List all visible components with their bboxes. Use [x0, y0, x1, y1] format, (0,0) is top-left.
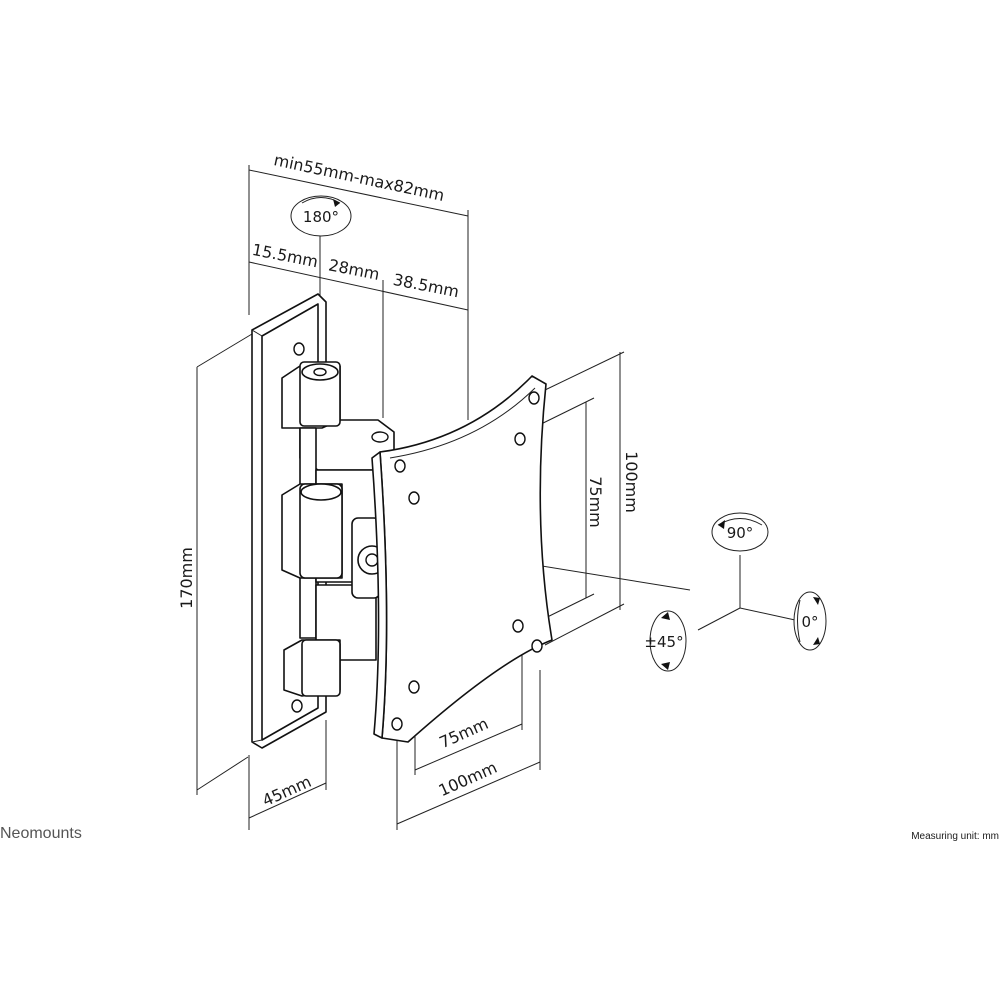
rotation-badge-rotate: 0°: [793, 591, 827, 651]
depth-segment-3-label: 38.5mm: [391, 270, 460, 301]
vesa-inner-horizontal-label: 75mm: [436, 714, 491, 752]
brand-logo: Neomounts: [0, 825, 82, 842]
measuring-unit-note: Measuring unit: mm: [911, 831, 999, 842]
vesa-hole-br-inner: [512, 619, 524, 633]
rotation-arrow-icon: [333, 199, 340, 207]
rotation-badge-tilt: 90°: [711, 512, 769, 552]
rotation-arrow-icon: [813, 597, 820, 605]
rotation-arrow-icon: [661, 662, 670, 670]
vesa-inner-vertical-label: 75mm: [586, 476, 605, 528]
wall-plate-hole-bottom: [291, 699, 303, 713]
dimension-lines: [196, 165, 796, 830]
depth-segment-2-label: 28mm: [327, 255, 381, 283]
vesa-outer-vertical-label: 100mm: [622, 451, 641, 513]
vesa-plate: [371, 375, 553, 743]
vesa-hole-bl-outer: [391, 717, 403, 731]
rotate-angle-label: 0°: [801, 613, 818, 631]
pivot-angle-label: ±45°: [644, 633, 683, 651]
vesa-hole-tl-outer: [394, 459, 406, 473]
rotation-arrow-icon: [661, 612, 670, 620]
wall-plate-hole-top: [293, 342, 305, 356]
vesa-hole-br-outer: [531, 639, 543, 653]
rotation-badge-swivel: 180°: [290, 195, 352, 237]
vesa-hole-tl-inner: [408, 491, 420, 505]
rotation-arrow-icon: [813, 637, 820, 645]
rotation-badge-pivot: ±45°: [644, 610, 687, 672]
tilt-angle-label: 90°: [727, 524, 754, 542]
vesa-hole-bl-inner: [408, 680, 420, 694]
vesa-hole-tr-outer: [528, 391, 540, 405]
swivel-angle-label: 180°: [303, 208, 339, 226]
rotation-arrow-icon: [718, 520, 725, 529]
depth-range-label: min55mm-max82mm: [272, 150, 446, 205]
height-label: 170mm: [177, 547, 196, 609]
depth-segment-1-label: 15.5mm: [250, 240, 319, 271]
vesa-hole-tr-inner: [514, 432, 526, 446]
width-label: 45mm: [259, 772, 314, 810]
